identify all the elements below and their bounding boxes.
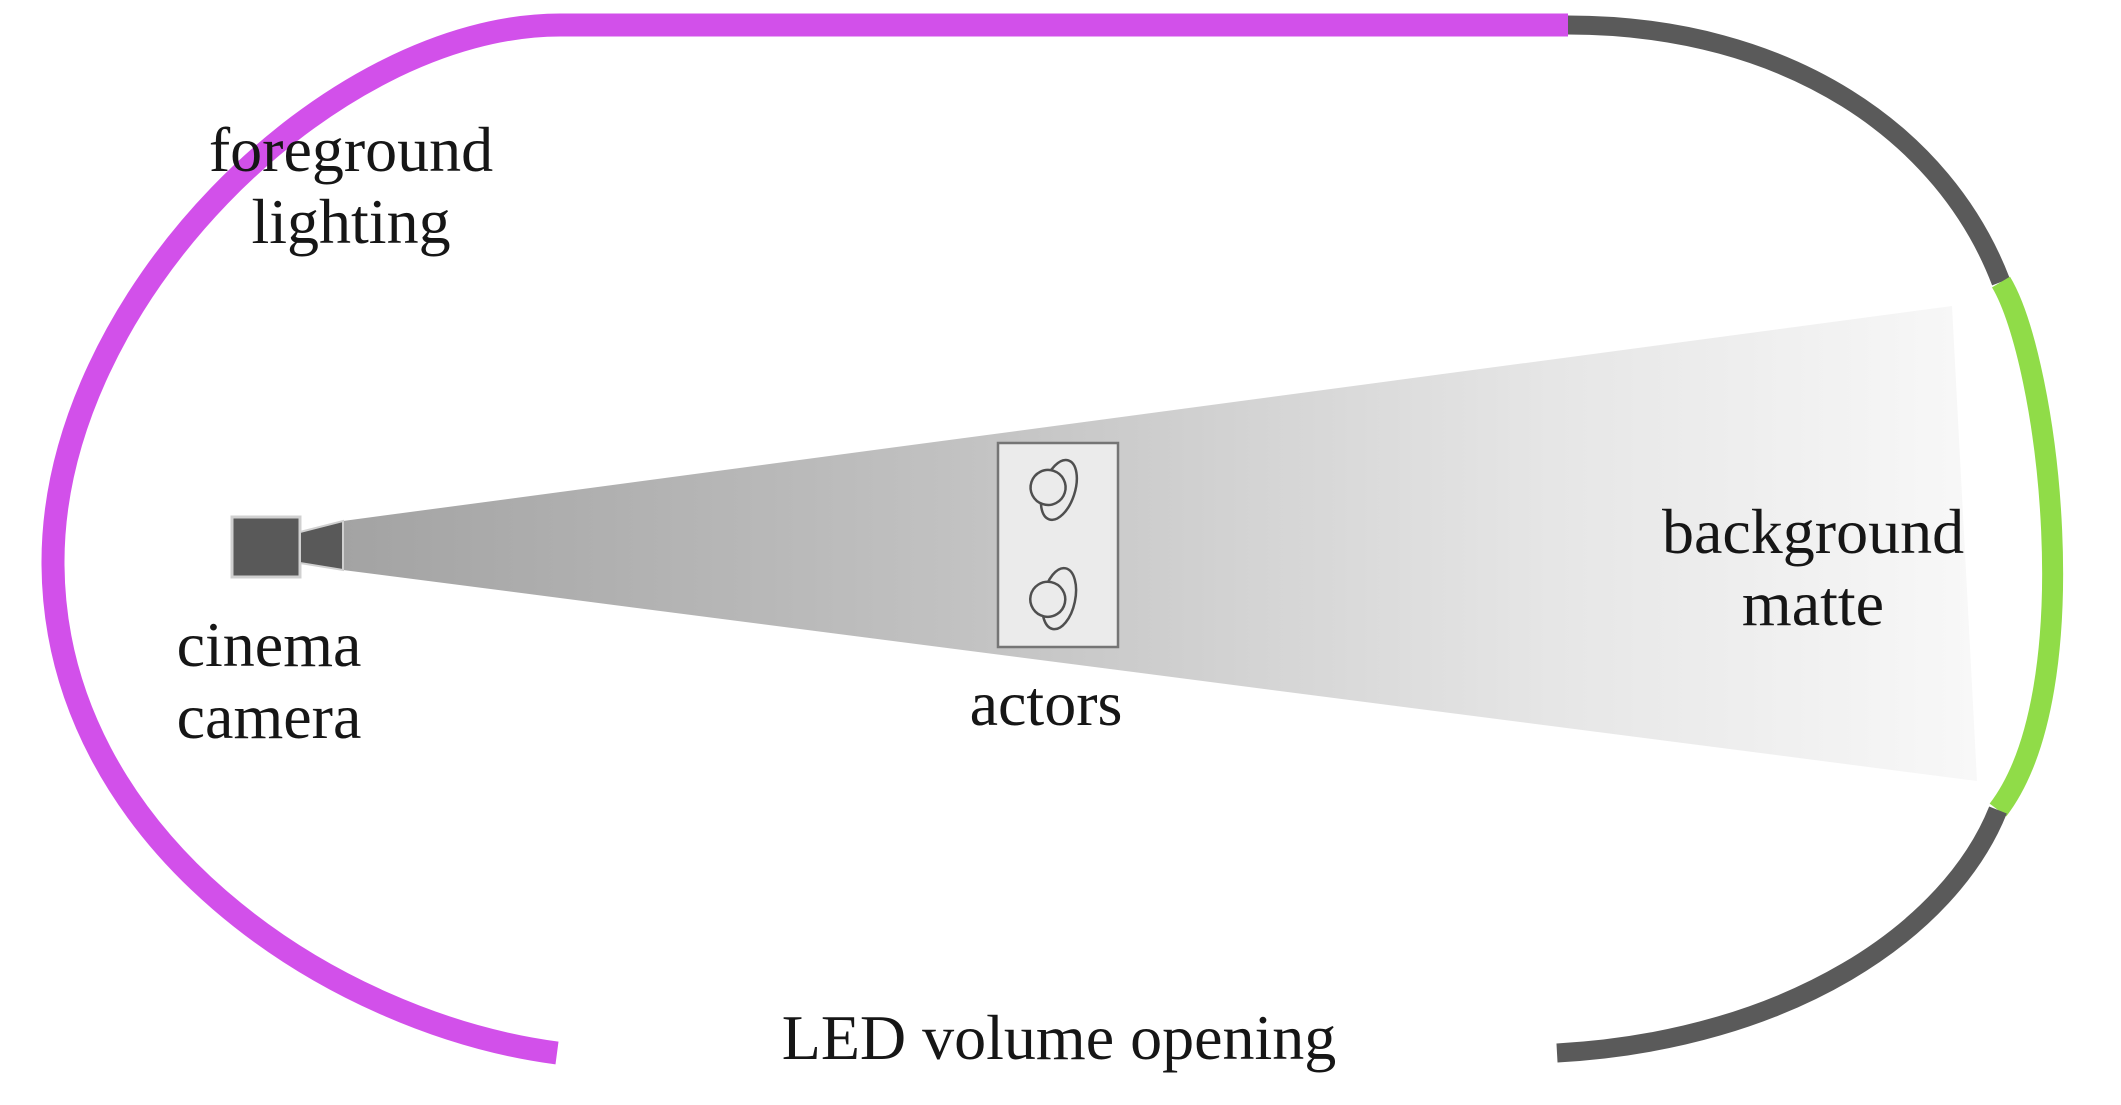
led-wall-arc-bottom xyxy=(1556,806,2007,1063)
cinema-camera-label: cinema camera xyxy=(177,609,362,753)
led-volume-opening-label: LED volume opening xyxy=(781,1002,1337,1073)
actor-2-head xyxy=(1029,580,1067,619)
foreground-lighting-label-line2: lighting xyxy=(251,186,451,257)
background-matte-label-line2: matte xyxy=(1741,568,1885,639)
foreground-lighting-label-line1: foreground xyxy=(208,114,494,185)
camera-frustum xyxy=(343,306,1977,781)
cinema-camera-icon xyxy=(230,515,344,579)
actor-icon-2 xyxy=(1029,566,1078,631)
foreground-lighting-label: foreground lighting xyxy=(209,114,493,258)
led-wall-arc-top xyxy=(1567,15,2010,286)
camera-lens xyxy=(299,519,344,572)
foreground-lighting-arc xyxy=(41,13,1568,1065)
camera-body xyxy=(230,515,302,579)
cinema-camera-label-line1: cinema xyxy=(176,609,362,680)
background-matte-label: background matte xyxy=(1662,496,1964,640)
actors-label: actors xyxy=(969,668,1123,739)
cinema-camera-label-line2: camera xyxy=(176,681,362,752)
background-matte-label-line1: background xyxy=(1661,496,1965,567)
actor-icon-1 xyxy=(1029,458,1079,522)
background-matte-arc xyxy=(1989,276,2064,817)
actor-1-head xyxy=(1029,468,1067,507)
